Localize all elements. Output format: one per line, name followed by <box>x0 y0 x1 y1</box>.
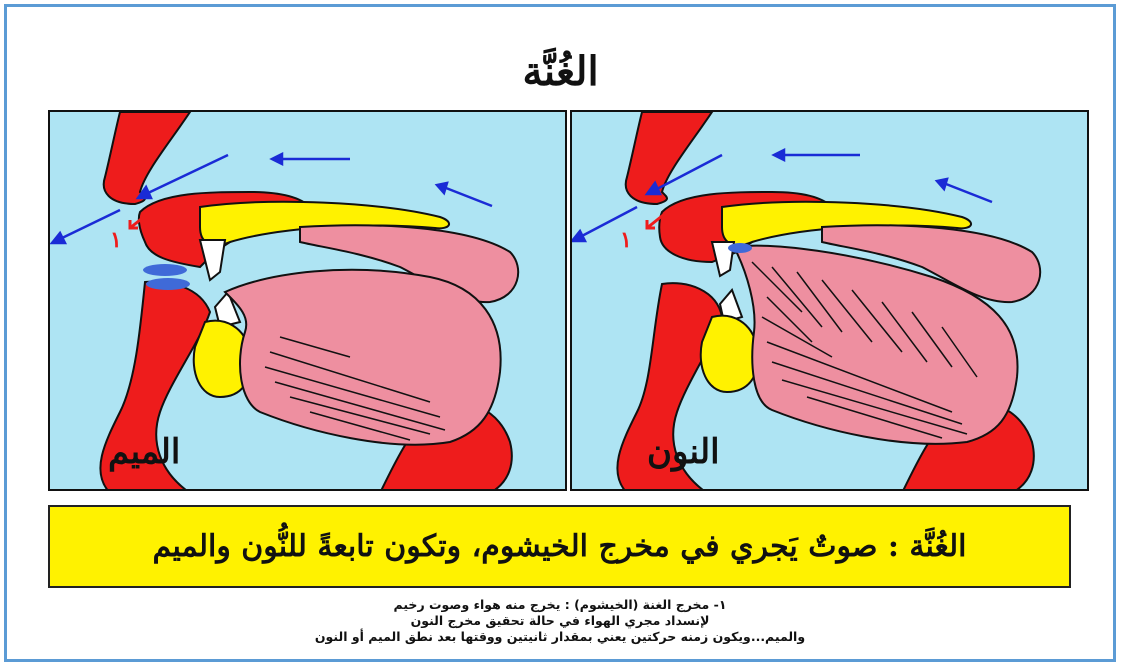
nose-shape <box>626 112 712 204</box>
note-line: والميم...ويكون زمنه حركتين يعني بمقدار ث… <box>250 629 870 645</box>
page-title: الغُنَّة <box>0 48 1121 95</box>
note-line: لإنسداد مجري الهواء في حالة تحقيق مخرج ا… <box>250 613 870 629</box>
lip-closure-lower <box>146 278 190 290</box>
mandible <box>701 316 758 392</box>
lip-closure-upper <box>143 264 187 276</box>
definition-text: الغُنَّة : صوتٌ يَجري في مخرج الخيشوم، و… <box>153 529 967 564</box>
tongue-tip-contact <box>728 243 752 253</box>
notes-block: ١- مخرج الغنة (الخيشوم) : يخرج منه هواء … <box>250 597 870 645</box>
meem-diagram-panel: ١ الميم <box>48 110 567 491</box>
arrow-marker-label: ١ <box>620 227 632 253</box>
noon-label: النون <box>647 432 720 472</box>
meem-label: الميم <box>108 432 180 472</box>
note-line: ١- مخرج الغنة (الخيشوم) : يخرج منه هواء … <box>250 597 870 613</box>
tongue <box>225 270 501 445</box>
noon-diagram-panel: ١ النون <box>570 110 1089 491</box>
arrow-marker-label: ١ <box>110 227 122 253</box>
definition-box: الغُنَّة : صوتٌ يَجري في مخرج الخيشوم، و… <box>48 505 1071 588</box>
